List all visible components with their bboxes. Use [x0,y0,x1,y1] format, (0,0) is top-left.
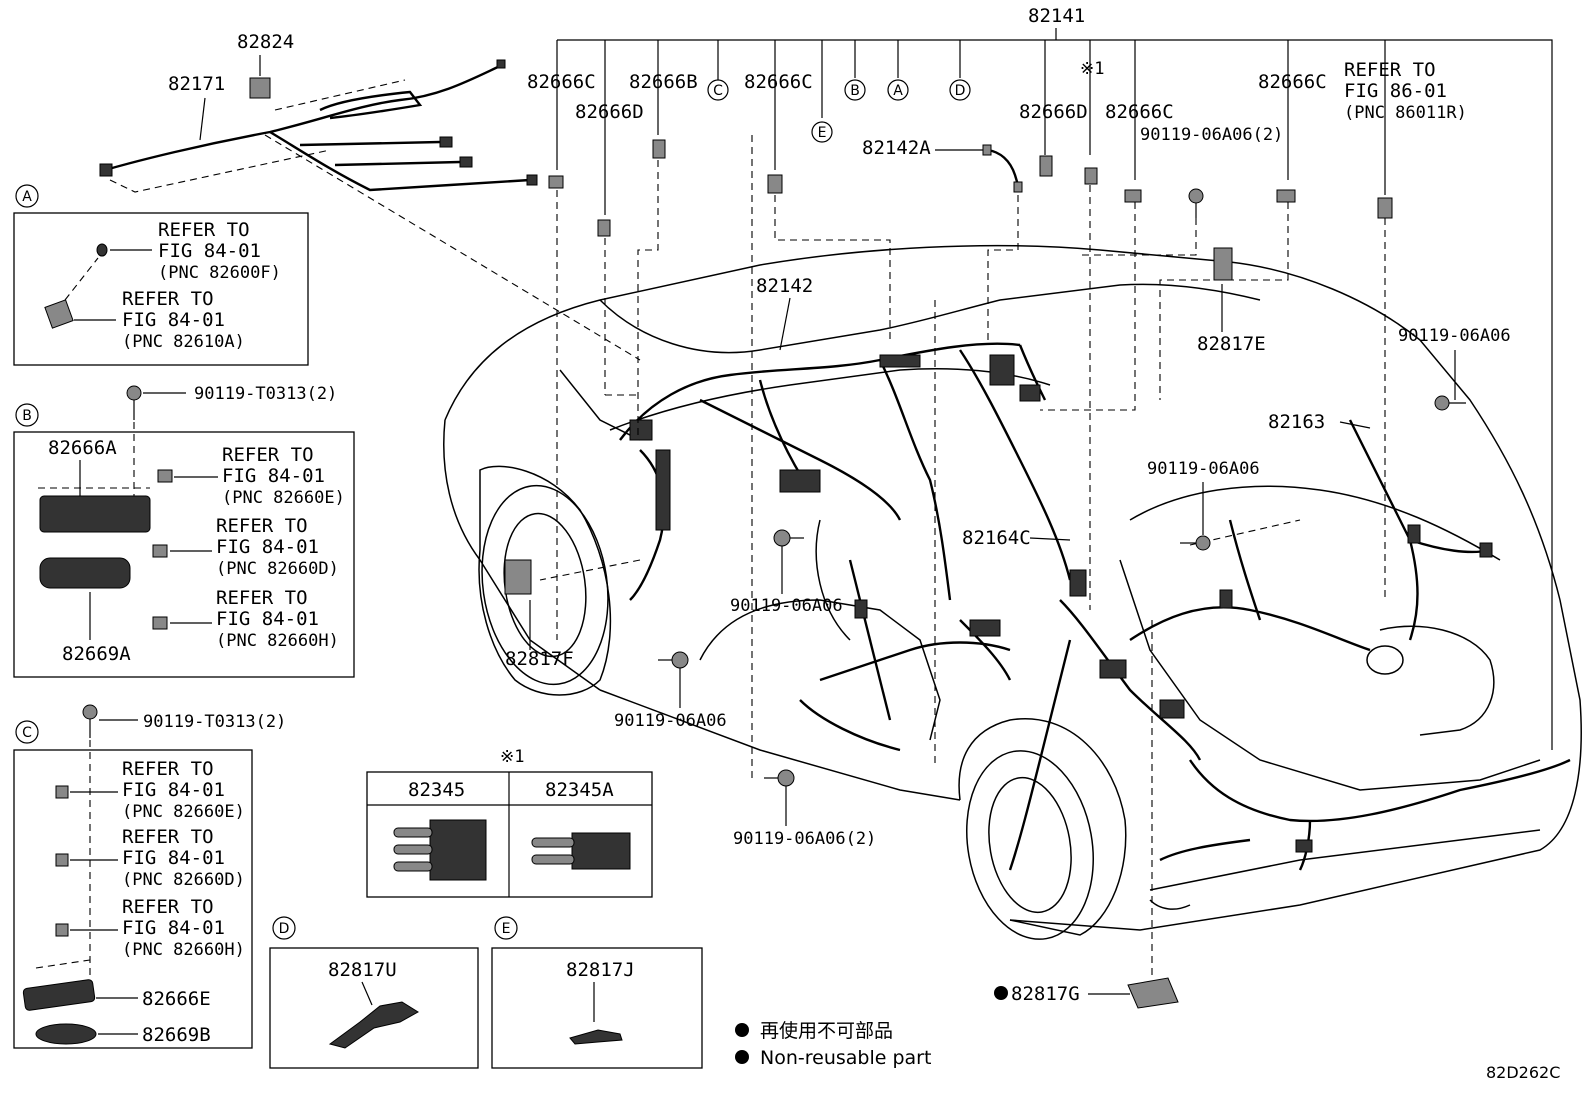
svg-text:B: B [22,408,32,424]
inset-a-ref2-line2: FIG 84-01 [122,309,225,331]
legend-japanese: 再使用不可部品 [760,1020,893,1042]
svg-text:REFER TO: REFER TO [216,587,308,609]
svg-text:(PNC 82660H): (PNC 82660H) [216,631,339,651]
label-bolt-mid: 90119-06A06 [1147,459,1260,479]
circle-letter-b-top: B [844,79,866,101]
label-82817e: 82817E [1197,333,1266,355]
label-82666d-1: 82666D [575,101,644,123]
label-82824: 82824 [237,31,294,53]
svg-text:FIG 84-01: FIG 84-01 [222,465,325,487]
svg-text:REFER TO: REFER TO [122,758,214,780]
inset-b-part2-label: 82669A [62,643,131,665]
refer-86-line2: FIG 86-01 [1344,80,1447,102]
drawing-number: 82D262C [1486,1063,1560,1082]
inset-a-ref2-line1: REFER TO [122,288,214,310]
svg-text:(PNC 82660D): (PNC 82660D) [216,559,339,579]
label-bolt-bottom-2: 90119-06A06(2) [733,829,876,849]
label-82817f: 82817F [505,648,574,670]
svg-text:C: C [713,83,723,99]
svg-text:(PNC 82660E): (PNC 82660E) [222,488,345,508]
inset-c: C 90119-T0313(2) REFER TO FIG 84-01 (PNC… [13,704,286,1049]
refer-86-line1: REFER TO [1344,59,1436,81]
svg-text:(PNC 82660E): (PNC 82660E) [122,802,245,822]
svg-text:E: E [502,921,511,937]
svg-text:REFER TO: REFER TO [122,826,214,848]
non-reusable-dot [994,986,1008,1000]
svg-text:FIG 84-01: FIG 84-01 [122,917,225,939]
circle-letter-a-top: A [887,79,909,101]
inset-b-part1-label: 82666A [48,437,117,459]
svg-text:REFER TO: REFER TO [222,444,314,466]
circle-letter-c-top: C [707,79,729,101]
label-82666c-2: 82666C [744,71,813,93]
label-82142a: 82142A [862,137,931,159]
svg-text:FIG 84-01: FIG 84-01 [216,608,319,630]
inset-c-part1-label: 82666E [142,988,211,1010]
fuse-col2-label: 82345A [545,779,614,801]
svg-text:D: D [955,83,966,99]
inset-b: B 90119-T0313(2) 82666A 82669A REFER TO … [13,384,355,678]
label-82666c-4: 82666C [1258,71,1327,93]
leader-lines [539,135,1386,975]
inset-a-ref1-line3: (PNC 82600F) [158,263,281,283]
svg-text:FIG 84-01: FIG 84-01 [216,536,319,558]
svg-text:※1: ※1 [500,747,524,767]
svg-text:REFER TO: REFER TO [216,515,308,537]
inset-d-part-label: 82817U [328,959,397,981]
svg-text:A: A [893,83,903,99]
svg-text:B: B [850,83,860,99]
fuse-col1-label: 82345 [408,779,465,801]
label-82171: 82171 [168,73,225,95]
label-82817g: 82817G [1011,983,1080,1005]
inset-e-part-label: 82817J [566,959,635,981]
main-part-number: 82141 [1028,5,1085,27]
inset-a-ref1-line1: REFER TO [158,219,250,241]
label-bolt-top: 90119-06A06(2) [1140,125,1283,145]
svg-text:D: D [279,921,290,937]
svg-text:FIG 84-01: FIG 84-01 [122,847,225,869]
label-82163: 82163 [1268,411,1325,433]
legend: 再使用不可部品 Non-reusable part [735,1020,931,1069]
harness-82142a [935,144,1023,193]
inset-a-ref1-line2: FIG 84-01 [158,240,261,262]
label-82666b: 82666B [629,71,698,93]
inset-c-part2-label: 82669B [142,1024,211,1046]
inset-d: D 82817U [269,916,479,1069]
harness-82171 [99,55,641,361]
label-bolt-bottom: 90119-06A06 [614,711,727,731]
label-82142: 82142 [756,275,813,297]
top-connectors [548,139,1393,237]
svg-text:E: E [818,125,827,141]
inset-fuse: ※1 82345 82345A [366,747,653,898]
vehicle-body-outline [443,244,1582,940]
label-82164c: 82164C [962,527,1031,549]
inset-a-ref2-line3: (PNC 82610A) [122,332,245,352]
inset-e: E 82817J [491,916,703,1069]
circle-letter-d-top: D [949,79,971,101]
label-bolt-right: 90119-06A06 [1398,326,1511,346]
svg-text:C: C [22,725,32,741]
refer-86-line3: (PNC 86011R) [1344,103,1467,123]
label-82666c-3: 82666C [1105,101,1174,123]
inset-a: A REFER TO FIG 84-01 (PNC 82600F) REFER … [13,184,309,366]
vehicle-connectors [504,247,1493,853]
svg-text:(PNC 82660H): (PNC 82660H) [122,940,245,960]
svg-text:(PNC 82660D): (PNC 82660D) [122,870,245,890]
main-part-bracket: 82141 [556,5,1553,750]
circle-letter-e-top: E [811,121,833,143]
svg-text:FIG 84-01: FIG 84-01 [122,779,225,801]
inset-c-bolt-label: 90119-T0313(2) [143,712,286,732]
label-bolt-left: 90119-06A06 [730,596,843,616]
svg-text:REFER TO: REFER TO [122,896,214,918]
label-82666c-1: 82666C [527,71,596,93]
note-mark-top: ※1 [1080,59,1104,79]
legend-english: Non-reusable part [760,1047,931,1069]
inset-b-bolt-label: 90119-T0313(2) [194,384,337,404]
label-82666d-2: 82666D [1019,101,1088,123]
svg-text:A: A [22,189,32,205]
